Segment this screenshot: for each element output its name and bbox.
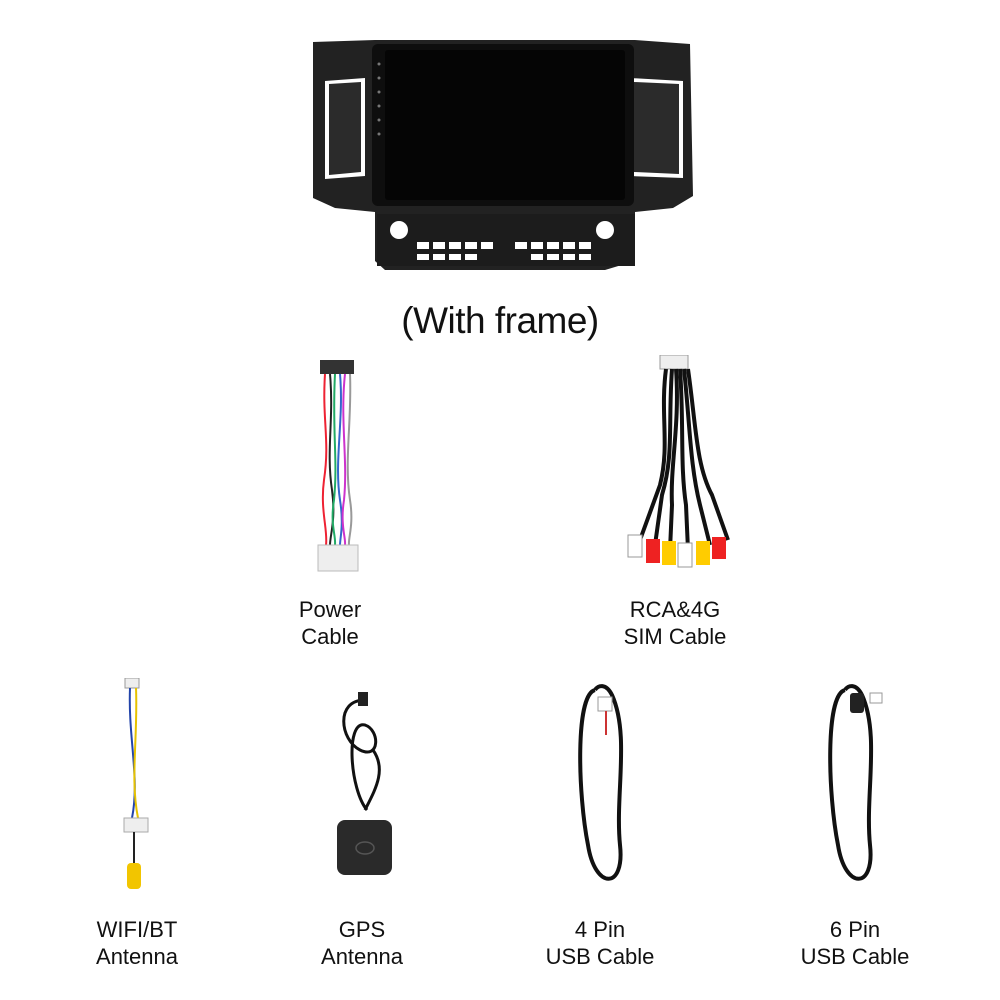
usb-4pin-cable-image — [570, 675, 640, 900]
head-unit-icon — [313, 40, 693, 270]
gps-antenna-image — [325, 680, 405, 890]
rca-sim-cable-image — [600, 355, 750, 575]
usb-6pin-cable-icon — [828, 684, 883, 881]
gps-antenna-icon — [337, 692, 392, 875]
usb-6pin-cable-image — [820, 675, 890, 900]
wifi-bt-antenna-image — [110, 678, 170, 898]
rca-sim-cable-icon — [627, 355, 730, 568]
usb-4pin-cable-icon — [578, 684, 624, 881]
headline: (With frame) — [401, 300, 599, 341]
head-unit-with-frame — [305, 36, 700, 281]
power-cable-icon — [317, 360, 359, 572]
power-cable-image — [300, 360, 370, 580]
wifi-bt-antenna-icon — [123, 678, 149, 889]
